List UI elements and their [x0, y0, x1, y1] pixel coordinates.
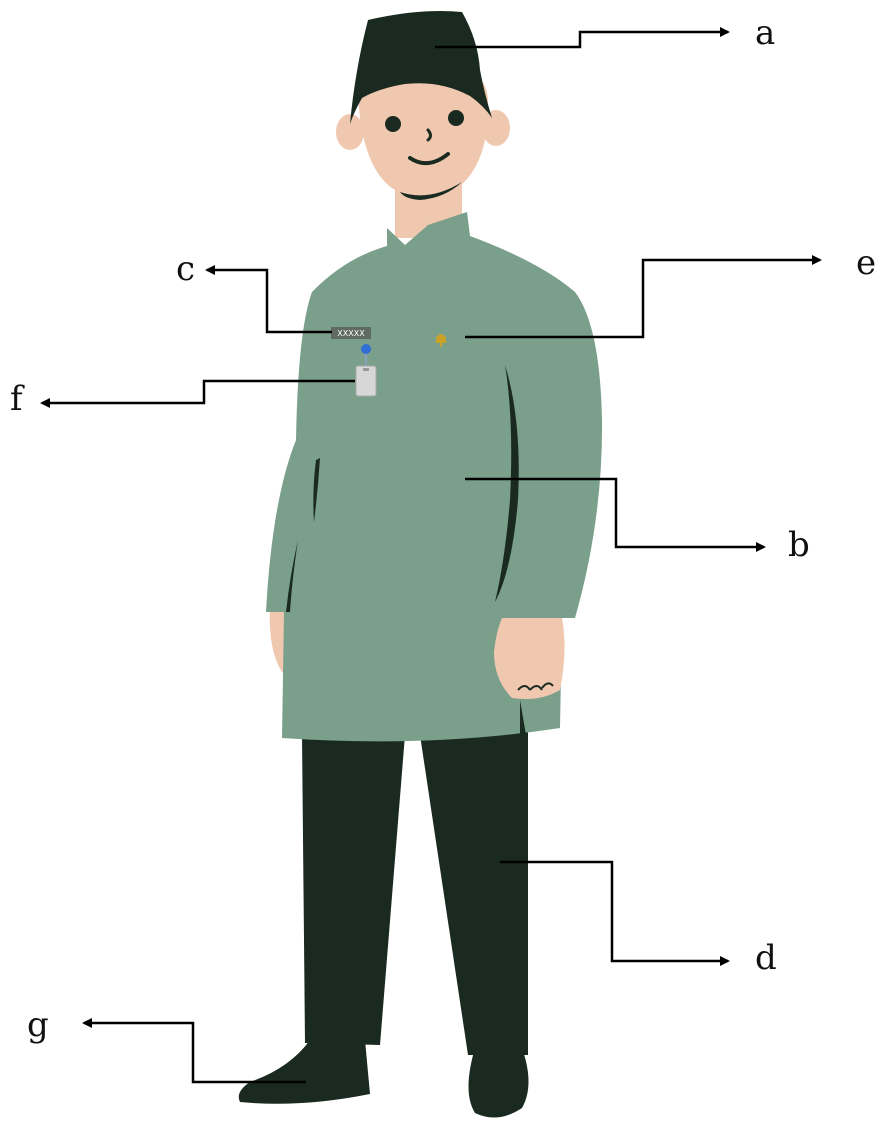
- label-b: b: [788, 525, 810, 565]
- label-f: f: [10, 379, 25, 419]
- right-hand: [494, 618, 565, 699]
- shoes: [239, 1040, 529, 1117]
- lanyard-clip-icon: [361, 344, 371, 354]
- left-eye: [385, 116, 401, 132]
- label-d: d: [755, 938, 777, 978]
- name-tag-text: XXXXX: [337, 329, 365, 338]
- label-g: g: [27, 1005, 49, 1045]
- label-a: a: [755, 13, 775, 53]
- callout-d: [500, 862, 728, 961]
- trousers: [302, 732, 528, 1055]
- figure: XXXXX: [239, 11, 602, 1117]
- right-eye: [448, 110, 464, 126]
- name-tag: XXXXX: [331, 327, 371, 339]
- left-ear: [336, 114, 364, 150]
- label-c: c: [176, 249, 195, 289]
- label-e: e: [856, 243, 876, 283]
- callout-a: [435, 32, 728, 47]
